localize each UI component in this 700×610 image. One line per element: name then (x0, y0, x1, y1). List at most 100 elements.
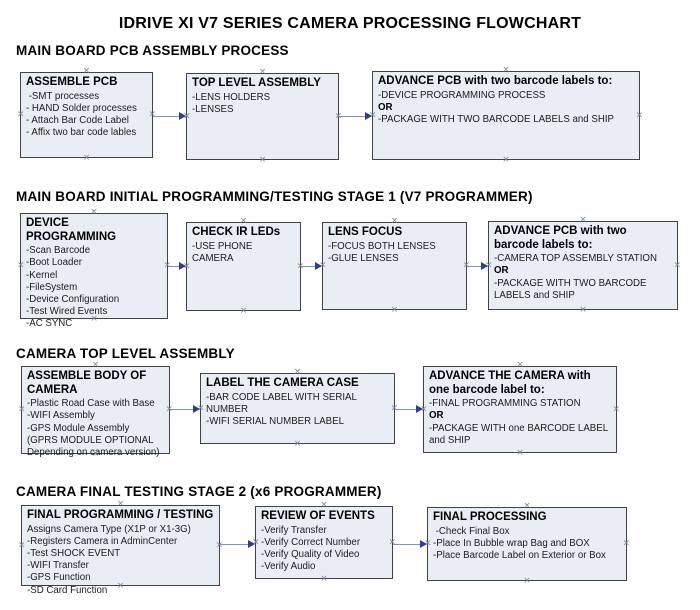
connection-point-icon[interactable]: × (90, 207, 98, 217)
flow-box-advance-pcb-two-labels-stage1[interactable]: ADVANCE PCB with two barcode labels to: … (485, 216, 681, 315)
connection-point-icon[interactable]: × (390, 305, 399, 315)
box-line: -DEVICE PROGRAMMING PROCESS (378, 89, 546, 101)
connection-point-icon[interactable]: × (18, 540, 26, 550)
box-line: -WIFI SERIAL NUMBER LABEL (206, 416, 344, 427)
connection-point-icon[interactable]: × (17, 109, 25, 120)
connection-point-icon[interactable]: × (390, 216, 399, 226)
connection-point-icon[interactable]: × (163, 260, 171, 271)
connector-arrow[interactable] (339, 112, 372, 121)
flow-box-advance-pcb-two-labels[interactable]: ADVANCE PCB with two barcode labels to: … (369, 66, 643, 165)
box-line: -Verify Quality of Video (261, 549, 360, 560)
connection-point-icon[interactable]: × (165, 404, 173, 415)
connection-point-icon[interactable]: × (90, 314, 98, 324)
connection-point-icon[interactable]: × (91, 360, 100, 370)
box-line: -Boot Loader (26, 257, 83, 269)
connection-point-icon[interactable]: × (116, 581, 125, 591)
connection-point-icon[interactable]: × (296, 261, 304, 271)
connector-arrow[interactable] (395, 405, 423, 414)
connection-point-icon[interactable]: × (183, 111, 191, 121)
box-line: -LENSES (192, 103, 234, 115)
connection-point-icon[interactable]: × (622, 538, 630, 549)
connector-arrow[interactable] (393, 540, 427, 549)
connection-point-icon[interactable]: × (319, 260, 327, 271)
connector-arrow[interactable] (153, 112, 186, 121)
connection-point-icon[interactable]: × (82, 153, 91, 163)
flow-box-assemble-body-of-camera[interactable]: ASSEMBLE BODY OF CAMERA -Plastic Road Ca… (18, 361, 173, 459)
connection-point-icon[interactable]: × (369, 110, 377, 120)
box-line: -Registers Camera in AdminCenter (27, 535, 178, 547)
connection-point-icon[interactable]: × (579, 305, 587, 315)
connection-point-icon[interactable]: × (673, 260, 681, 270)
flow-box-advance-camera-one-label[interactable]: ADVANCE THE CAMERA with one barcode labe… (420, 361, 620, 458)
connection-point-icon[interactable]: × (502, 65, 510, 75)
connection-point-icon[interactable]: × (91, 449, 100, 459)
connection-point-icon[interactable]: × (148, 109, 156, 120)
connection-point-icon[interactable]: × (523, 501, 531, 511)
connection-point-icon[interactable]: × (197, 403, 205, 413)
connection-point-icon[interactable]: × (239, 306, 248, 316)
box-line: -FileSystem (26, 281, 78, 293)
arrowhead-icon (365, 112, 372, 120)
connection-point-icon[interactable]: × (215, 540, 223, 550)
section-heading-final-testing-stage2: CAMERA FINAL TESTING STAGE 2 (x6 PROGRAM… (16, 484, 382, 499)
connection-point-icon[interactable]: × (116, 499, 125, 509)
connection-point-icon[interactable]: × (239, 216, 248, 226)
flow-box-label-camera-case[interactable]: LABEL THE CAMERA CASE -BAR CODE LABEL WI… (197, 368, 398, 449)
connection-point-icon[interactable]: × (258, 67, 267, 77)
connection-point-icon[interactable]: × (579, 215, 587, 225)
box-line: -Test Wired Events (26, 306, 108, 318)
connection-point-icon[interactable]: × (424, 538, 432, 549)
box-line-or: OR (378, 101, 393, 113)
flow-box-review-of-events[interactable]: REVIEW OF EVENTS -Verify Transfer -Verif… (252, 501, 396, 584)
connection-point-icon[interactable]: × (183, 261, 191, 271)
box-line: -PACKAGE WITH TWO BARCODE LABELS and SHI… (378, 114, 614, 125)
section-heading-pcb-assembly: MAIN BOARD PCB ASSEMBLY PROCESS (16, 43, 289, 58)
connection-point-icon[interactable]: × (390, 403, 398, 413)
flow-box-lens-focus[interactable]: LENS FOCUS -FOCUS BOTH LENSES -GLUE LENS… (319, 217, 470, 315)
connection-point-icon[interactable]: × (516, 448, 524, 458)
box-line: -BAR CODE LABEL WITH SERIAL NUMBER (206, 391, 360, 415)
section-heading-programming-stage1: MAIN BOARD INITIAL PROGRAMMING/TESTING S… (16, 189, 533, 204)
connection-point-icon[interactable]: × (635, 110, 643, 120)
connection-point-icon[interactable]: × (320, 500, 328, 510)
arrowhead-icon (179, 262, 186, 270)
connection-point-icon[interactable]: × (502, 155, 510, 165)
connection-point-icon[interactable]: × (18, 404, 26, 415)
box-title: FINAL PROCESSING (433, 511, 547, 523)
connection-point-icon[interactable]: × (420, 404, 428, 414)
connection-point-icon[interactable]: × (516, 360, 524, 370)
connector-arrow[interactable] (220, 540, 255, 549)
box-line: - Attach Bar Code Label (26, 115, 129, 126)
connector-arrow[interactable] (168, 262, 186, 271)
flow-box-device-programming[interactable]: DEVICE PROGRAMMING -Scan Barcode -Boot L… (17, 208, 171, 330)
box-line: (GPRS MODULE OPTIONAL (27, 434, 154, 446)
box-title: DEVICE PROGRAMMING (26, 217, 117, 243)
connection-point-icon[interactable]: × (388, 537, 396, 547)
box-title: ADVANCE PCB with two barcode labels to: (494, 225, 627, 251)
flow-box-assemble-pcb[interactable]: ASSEMBLE PCB -SMT processes - HAND Solde… (17, 67, 156, 163)
connection-point-icon[interactable]: × (17, 260, 25, 271)
flow-box-final-programming-testing[interactable]: FINAL PROGRAMMING / TESTING Assigns Came… (18, 500, 223, 596)
flow-box-check-ir-leds[interactable]: CHECK IR LEDs -USE PHONE CAMERA ×××× (183, 217, 304, 316)
flow-box-final-processing[interactable]: FINAL PROCESSING -Check Final Box -Place… (424, 502, 630, 586)
connection-point-icon[interactable]: × (320, 574, 328, 584)
connector-arrow[interactable] (301, 262, 322, 271)
connector-arrow[interactable] (467, 262, 488, 271)
connection-point-icon[interactable]: × (462, 260, 470, 271)
connection-point-icon[interactable]: × (334, 111, 342, 121)
box-line: -Verify Correct Number (261, 536, 361, 548)
connection-point-icon[interactable]: × (612, 404, 620, 414)
connection-point-icon[interactable]: × (293, 439, 302, 449)
arrowhead-icon (481, 262, 488, 270)
connection-point-icon[interactable]: × (82, 66, 91, 76)
connection-point-icon[interactable]: × (293, 367, 302, 377)
connection-point-icon[interactable]: × (252, 537, 260, 547)
box-line: -Kernel (26, 269, 58, 281)
connection-point-icon[interactable]: × (485, 260, 493, 270)
connector-arrow[interactable] (170, 405, 200, 414)
box-line: -WIFI Assembly (27, 410, 95, 422)
flow-box-top-level-assembly[interactable]: TOP LEVEL ASSEMBLY -LENS HOLDERS -LENSES… (183, 68, 342, 165)
box-line: -USE PHONE CAMERA (192, 240, 255, 264)
connection-point-icon[interactable]: × (523, 576, 531, 586)
connection-point-icon[interactable]: × (258, 155, 267, 165)
